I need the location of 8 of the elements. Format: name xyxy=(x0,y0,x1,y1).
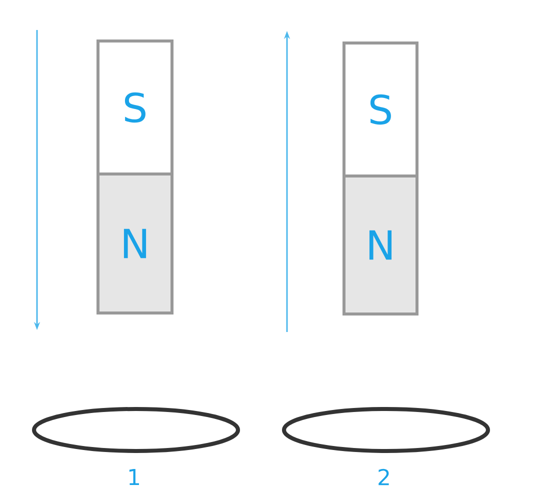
magnet-pole: N xyxy=(342,174,418,316)
coil-number: 1 xyxy=(129,468,139,485)
magnet-pole: S xyxy=(342,42,418,178)
magnet-pole: S xyxy=(96,40,174,176)
magnet-pole: N xyxy=(96,172,174,314)
coil-ring xyxy=(32,407,240,453)
coil-ring xyxy=(282,407,490,453)
coil-number: 2 xyxy=(378,468,389,486)
